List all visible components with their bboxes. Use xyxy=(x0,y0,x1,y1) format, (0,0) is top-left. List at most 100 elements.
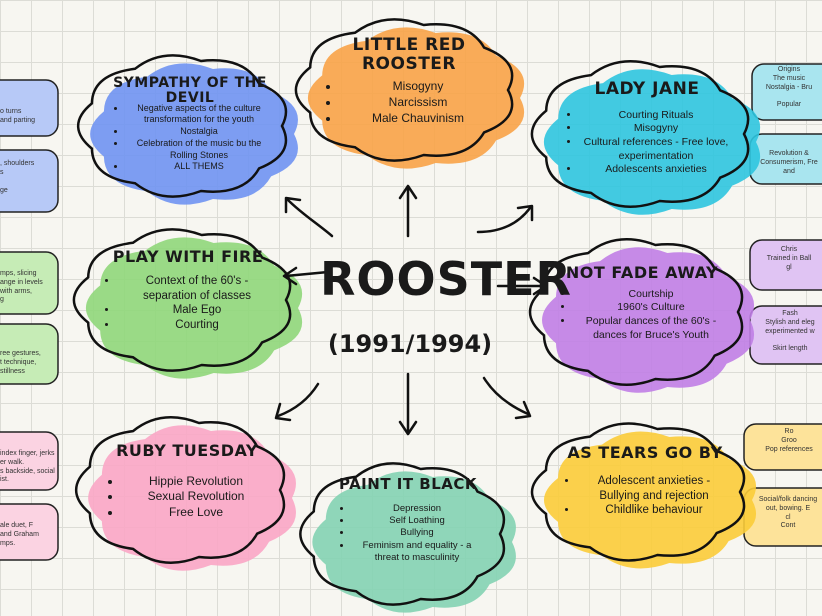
side-note-left-5 xyxy=(0,431,59,491)
side-note-left-2-text: , shoulders s ge xyxy=(0,160,35,194)
node-item: Courting xyxy=(118,318,276,333)
node-title: NOT FADE AWAY xyxy=(565,263,719,282)
cloud-outline-little-red-rooster xyxy=(294,18,514,162)
side-note-left-6-text: ale duet, F and Graham mps. xyxy=(0,522,39,547)
arrow-left xyxy=(282,266,330,286)
side-note-right-1-text: Origins The music Nostalgia - Bru Popula… xyxy=(765,66,813,109)
node-ruby-tuesday: RUBY TUESDAY Hippie Revolution Sexual Re… xyxy=(104,442,270,520)
node-play-with-fire: PLAY WITH FIRE Context of the 60's - sep… xyxy=(100,248,276,333)
node-item: Sexual Revolution xyxy=(122,489,270,505)
cloud-outline-not-fade-away xyxy=(528,238,744,386)
cloud-outline-ruby-tuesday xyxy=(74,416,286,564)
node-little-red-rooster: LITTLE RED ROOSTER Misogyny Narcissism M… xyxy=(322,36,496,126)
arrow-down-right xyxy=(482,376,532,420)
side-note-right-5-text: Ro Groo Pop references xyxy=(765,428,813,453)
node-item: Adolescents anxieties xyxy=(580,163,732,177)
node-item: Courting Rituals xyxy=(580,109,732,123)
node-items: Hippie Revolution Sexual Revolution Free… xyxy=(104,474,270,521)
cloud-shadow-as-tears-go-by xyxy=(544,431,757,569)
side-note-right-4-text: Fash Stylish and eleg experimented w Ski… xyxy=(765,310,815,353)
arrow-up-left xyxy=(284,196,334,238)
node-title: AS TEARS GO BY xyxy=(567,443,723,462)
node-item: Depression xyxy=(352,503,482,515)
cloud-outline-as-tears-go-by xyxy=(530,422,746,562)
node-item: Courtship xyxy=(574,288,728,302)
side-note-right-2-text: Revolution & Consumerism, Fre and xyxy=(760,150,818,175)
node-item: Negative aspects of the culture transfor… xyxy=(126,103,272,126)
node-item: Male Ego xyxy=(118,303,276,318)
node-item: Feminism and equality - a threat to masc… xyxy=(352,540,482,565)
arrow-down xyxy=(398,372,418,436)
node-items: Context of the 60's - separation of clas… xyxy=(100,274,276,334)
node-items: Courting Rituals Misogyny Cultural refer… xyxy=(562,109,732,177)
cloud-outline-sympathy-of-the-devil xyxy=(76,54,288,198)
node-item: Hippie Revolution xyxy=(122,474,270,490)
node-item: Narcissism xyxy=(340,95,496,111)
arrow-right xyxy=(496,276,548,296)
node-title: LITTLE RED ROOSTER xyxy=(352,35,466,74)
side-note-right-3 xyxy=(749,239,822,291)
node-item: Cultural references - Free love, experim… xyxy=(580,136,732,163)
cloud-shadow-paint-it-black xyxy=(312,471,516,613)
node-as-tears-go-by: AS TEARS GO BY Adolescent anxieties - Bu… xyxy=(560,444,730,518)
node-item: Celebration of the music bu the Rolling … xyxy=(126,138,272,161)
cloud-shadow-little-red-rooster xyxy=(307,27,525,169)
node-items: Negative aspects of the culture transfor… xyxy=(108,103,272,173)
arrow-up xyxy=(398,184,418,238)
node-item: 1960's Culture xyxy=(574,301,728,315)
node-item: Free Love xyxy=(122,505,270,521)
node-item: Bullying xyxy=(352,527,482,539)
node-item: Misogyny xyxy=(580,122,732,136)
node-item: ALL THEMS xyxy=(126,161,272,173)
side-note-left-4 xyxy=(0,323,59,385)
side-note-left-2 xyxy=(0,149,59,213)
node-item: Misogyny xyxy=(340,79,496,95)
cloud-shadow-not-fade-away xyxy=(542,247,755,393)
node-items: Courtship 1960's Culture Popular dances … xyxy=(556,288,728,343)
node-paint-it-black: PAINT IT BLACK Depression Self Loathing … xyxy=(334,476,482,564)
cloud-shadow-sympathy-of-the-devil xyxy=(90,63,298,205)
cloud-shadow-lady-jane xyxy=(543,69,761,215)
node-item: Adolescent anxieties - Bullying and reje… xyxy=(578,474,730,504)
side-note-left-1-text: o turns and parting xyxy=(0,108,36,124)
side-note-left-6 xyxy=(0,503,59,561)
side-note-left-4-text: ree gestures, t technique, stillness xyxy=(0,350,41,375)
node-lady-jane: LADY JANE Courting Rituals Misogyny Cult… xyxy=(562,80,732,177)
cloud-shadow-ruby-tuesday xyxy=(88,425,296,571)
node-items: Depression Self Loathing Bullying Femini… xyxy=(334,503,482,565)
cloud-shadow-play-with-fire xyxy=(85,237,303,379)
node-items: Adolescent anxieties - Bullying and reje… xyxy=(560,474,730,519)
side-note-right-5 xyxy=(743,423,822,471)
node-item: Nostalgia xyxy=(126,126,272,138)
side-note-left-3-text: mps, slicing ange in levels with arms, g xyxy=(0,270,43,304)
arrow-up-right xyxy=(476,204,534,234)
cloud-outline-paint-it-black xyxy=(299,462,506,606)
node-title: RUBY TUESDAY xyxy=(116,441,258,460)
cloud-outline-lady-jane xyxy=(530,60,750,208)
arrow-down-left xyxy=(274,382,320,422)
node-title: PAINT IT BLACK xyxy=(338,475,478,493)
node-item: Self Loathing xyxy=(352,515,482,527)
cloud-outline-play-with-fire xyxy=(72,228,292,372)
side-note-left-5-text: index finger, jerks er walk. s backside,… xyxy=(0,450,55,484)
node-title: SYMPATHY OF THE DEVIL xyxy=(113,75,267,107)
node-sympathy-of-the-devil: SYMPATHY OF THE DEVIL Negative aspects o… xyxy=(108,75,272,173)
node-not-fade-away: NOT FADE AWAY Courtship 1960's Culture P… xyxy=(556,264,728,342)
node-item: Childlike behaviour xyxy=(578,503,730,518)
node-title: PLAY WITH FIRE xyxy=(112,247,264,266)
side-note-right-3-text: Chris Trained in Ball gl xyxy=(766,246,812,271)
side-note-right-1 xyxy=(751,63,822,121)
node-items: Misogyny Narcissism Male Chauvinism xyxy=(322,79,496,126)
center-title: ROOSTER xyxy=(320,252,572,306)
node-item: Popular dances of the 60's - dances for … xyxy=(574,315,728,342)
node-title: LADY JANE xyxy=(594,79,700,99)
center-subtitle: (1991/1994) xyxy=(327,330,493,358)
side-note-left-1 xyxy=(0,79,59,137)
side-note-left-3 xyxy=(0,251,59,315)
node-item: Context of the 60's - separation of clas… xyxy=(118,274,276,304)
side-note-right-6-text: Social/folk dancing out, bowing. E cl Co… xyxy=(758,496,818,530)
node-item: Male Chauvinism xyxy=(340,111,496,127)
